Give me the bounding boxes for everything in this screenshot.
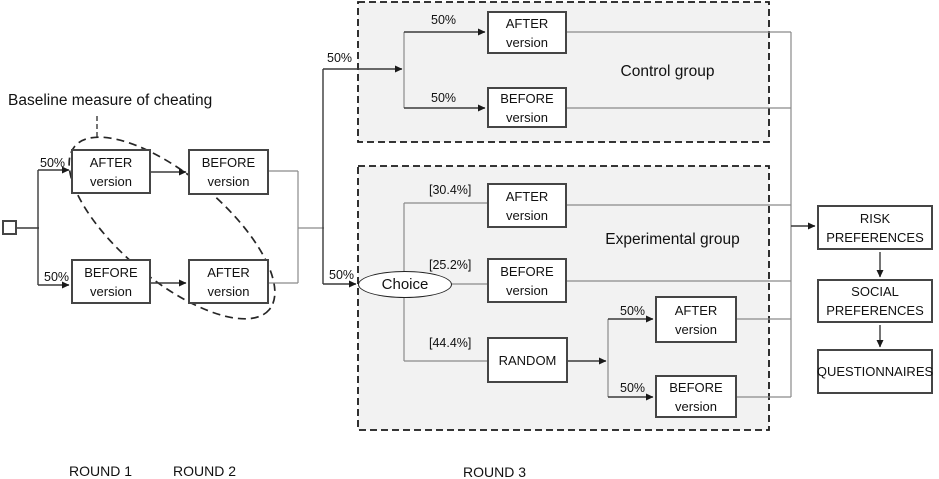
box-label: version — [506, 207, 548, 223]
experimental-group-title: Experimental group — [605, 231, 740, 248]
baseline-ellipse — [68, 136, 276, 320]
experimental-before-version-box: BEFORE version — [487, 258, 567, 303]
questionnaires-box: QUESTIONNAIRES — [817, 349, 933, 394]
box-label: PREFERENCES — [826, 303, 924, 318]
random-before-version-box: BEFORE version — [655, 375, 737, 418]
control-group-title: Control group — [620, 63, 715, 80]
prob-experimental-branch: 50% — [329, 268, 355, 282]
risk-preferences-box: RISK PREFERENCES — [817, 205, 933, 250]
random-box: RANDOM — [487, 337, 568, 383]
prob-control-branch: 50% — [327, 51, 353, 65]
start-node — [2, 220, 17, 235]
prob-random-before: 50% — [620, 381, 646, 395]
box-label: RANDOM — [498, 352, 557, 368]
prob-choice-before: [25.2%] — [429, 258, 472, 272]
control-before-version-box: BEFORE version — [487, 87, 567, 128]
round1-label: ROUND 1 — [69, 463, 133, 479]
box-label: version — [506, 34, 548, 50]
box-label: version — [90, 173, 132, 189]
prob-r1-bottom: 50% — [44, 270, 70, 284]
control-after-version-box: AFTER version — [487, 11, 567, 54]
box-label: BEFORE — [84, 264, 138, 280]
experimental-after-version-box: AFTER version — [487, 183, 567, 228]
prob-r1-top: 50% — [40, 156, 66, 170]
box-label: version — [207, 283, 250, 299]
box-label: AFTER — [89, 154, 133, 170]
prob-control-after: 50% — [431, 13, 457, 27]
choice-label: Choice — [381, 276, 429, 293]
box-label: BEFORE — [500, 90, 554, 106]
box-label: BEFORE — [201, 155, 256, 170]
box-label: version — [506, 109, 548, 125]
prob-control-before: 50% — [431, 91, 457, 105]
round1-before-version-box: BEFORE version — [71, 259, 151, 304]
box-label: version — [506, 282, 548, 298]
round1-after-version-box: AFTER version — [71, 149, 151, 194]
baseline-annotation-label: Baseline measure of cheating — [8, 92, 213, 109]
box-label: AFTER — [505, 15, 549, 31]
round2-before-version-box: BEFORE version — [188, 149, 269, 195]
box-label: version — [90, 283, 132, 299]
box-label: AFTER — [505, 188, 549, 204]
prob-choice-random: [44.4%] — [429, 336, 472, 350]
random-after-version-box: AFTER version — [655, 296, 737, 343]
box-label: RISK — [859, 210, 891, 226]
prob-random-after: 50% — [620, 304, 646, 318]
box-label: SOCIAL — [851, 284, 899, 299]
box-label: AFTER — [674, 302, 718, 318]
prob-choice-after: [30.4%] — [429, 183, 472, 197]
box-label: version — [675, 321, 717, 337]
box-label: version — [675, 398, 717, 414]
box-label: AFTER — [207, 264, 250, 280]
round3-label: ROUND 3 — [463, 464, 527, 479]
box-label: version — [207, 174, 250, 189]
box-label: QUESTIONNAIRES — [816, 364, 934, 379]
box-label: PREFERENCES — [826, 229, 924, 245]
social-preferences-box: SOCIAL PREFERENCES — [817, 279, 933, 323]
round2-label: ROUND 2 — [173, 463, 237, 479]
box-label: BEFORE — [500, 263, 554, 279]
round2-after-version-box: AFTER version — [188, 259, 269, 304]
choice-node: Choice — [358, 271, 452, 298]
box-label: BEFORE — [669, 379, 723, 395]
